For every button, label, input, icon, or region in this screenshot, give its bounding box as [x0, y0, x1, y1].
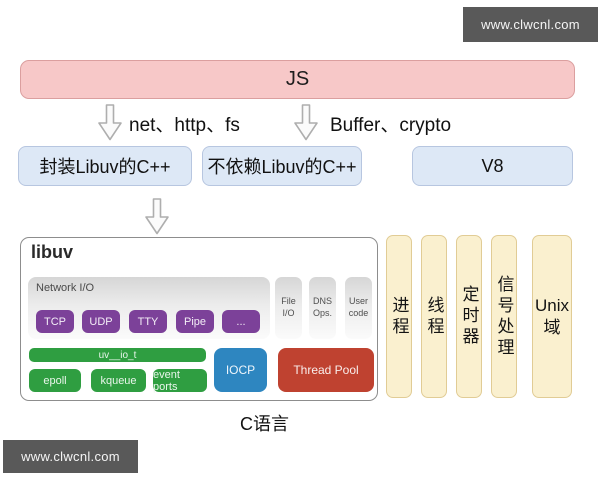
network-io-label: Network I/O: [36, 282, 95, 294]
panel-user-code: User code: [345, 277, 372, 339]
panel-file-io: File I/O: [275, 277, 302, 339]
box-v8: V8: [412, 146, 573, 186]
box-thread-pool: Thread Pool: [278, 348, 374, 392]
column-unix-domain: Unix 域: [532, 235, 572, 398]
column-timer: 定时器: [456, 235, 482, 398]
column-unix-domain-line2: 域: [543, 317, 561, 337]
box-event-ports: event ports: [153, 369, 207, 393]
libuv-container: libuv Network I/O TCP UDP TTY Pipe ... F…: [20, 237, 378, 401]
column-unix-domain-line1: Unix: [534, 296, 569, 316]
watermark-bottom: www.clwcnl.com: [3, 440, 138, 473]
network-io-panel: Network I/O TCP UDP TTY Pipe ...: [28, 277, 270, 339]
down-arrow-icon: [294, 104, 318, 141]
chip-udp: UDP: [82, 310, 120, 333]
box-cpp-wrapping-libuv: 封装Libuv的C++: [18, 146, 192, 186]
c-language-label: C语言: [240, 414, 289, 434]
chip-ellipsis: ...: [222, 310, 260, 333]
column-thread: 线程: [421, 235, 447, 398]
chip-tcp: TCP: [36, 310, 74, 333]
column-signal-handling: 信号处理: [491, 235, 517, 398]
arrow-label-net-http-fs: net、http、fs: [129, 115, 240, 136]
libuv-title: libuv: [31, 242, 74, 262]
box-kqueue: kqueue: [91, 369, 146, 392]
chip-tty: TTY: [129, 310, 167, 333]
arrow-label-buffer-crypto: Buffer、crypto: [330, 115, 452, 136]
js-layer-box: JS: [20, 60, 575, 99]
box-cpp-not-libuv: 不依赖Libuv的C++: [202, 146, 362, 186]
box-iocp: IOCP: [214, 348, 267, 392]
panel-dns-ops: DNS Ops.: [309, 277, 336, 339]
down-arrow-icon: [145, 198, 169, 235]
down-arrow-icon: [98, 104, 122, 141]
watermark-top: www.clwcnl.com: [463, 7, 598, 42]
uv-io-t-bar: uv__io_t: [29, 348, 206, 362]
chip-pipe: Pipe: [176, 310, 214, 333]
column-process: 进程: [386, 235, 412, 398]
box-epoll: epoll: [29, 369, 81, 392]
js-layer-label: JS: [285, 68, 310, 90]
